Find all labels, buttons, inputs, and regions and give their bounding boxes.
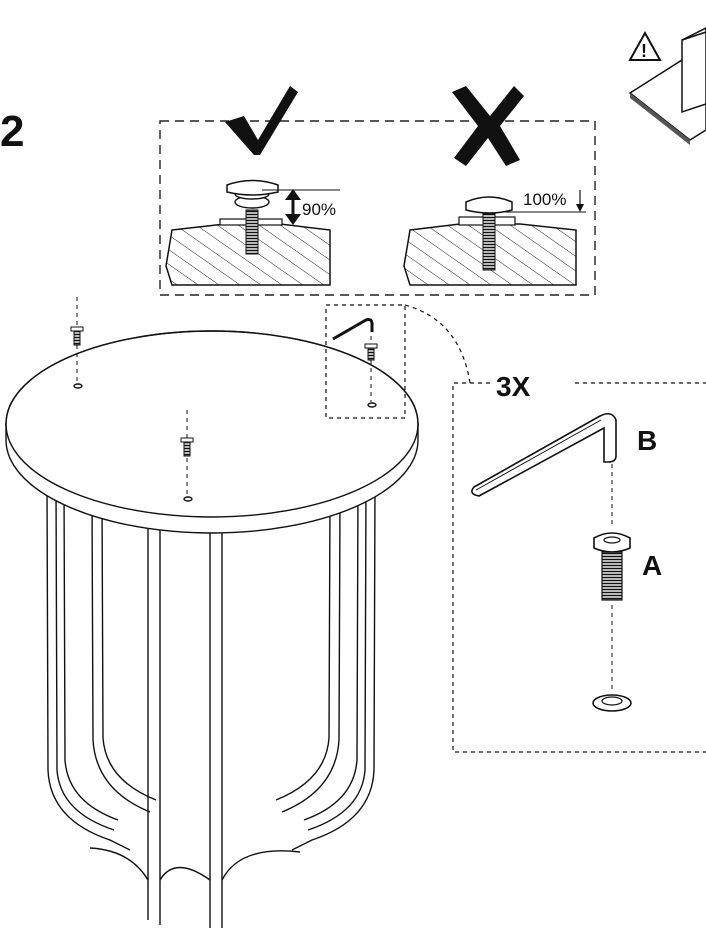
screw-icon xyxy=(70,326,84,346)
incorrect-tightening-detail: 100% xyxy=(403,190,586,286)
checkmark-icon xyxy=(225,86,298,155)
allen-key-label: B xyxy=(637,425,657,456)
callout-frame xyxy=(325,304,406,419)
screw-icon xyxy=(364,343,378,361)
incorrect-tightness-label: 100% xyxy=(523,190,566,209)
callout-connector xyxy=(404,304,471,384)
hardware-detail-panel xyxy=(452,382,706,753)
warning-icon: ! xyxy=(628,30,662,61)
insert-hole-icon xyxy=(592,694,632,712)
allen-key-icon xyxy=(471,412,617,497)
quantity-label: 3X xyxy=(496,371,531,402)
allen-key-small-icon xyxy=(332,318,374,341)
screw-a-icon xyxy=(593,532,631,601)
tightening-comparison-panel xyxy=(159,120,596,296)
floor-protection-illustration xyxy=(628,27,706,145)
screw-label: A xyxy=(642,550,662,581)
step-number: 2 xyxy=(0,107,24,156)
cross-icon xyxy=(452,86,524,166)
warning-glyph: ! xyxy=(641,41,647,61)
table-illustration xyxy=(5,330,419,928)
screw-icon xyxy=(180,437,194,457)
correct-tightening-detail: 90% xyxy=(165,179,340,286)
correct-tightness-label: 90% xyxy=(302,200,336,219)
